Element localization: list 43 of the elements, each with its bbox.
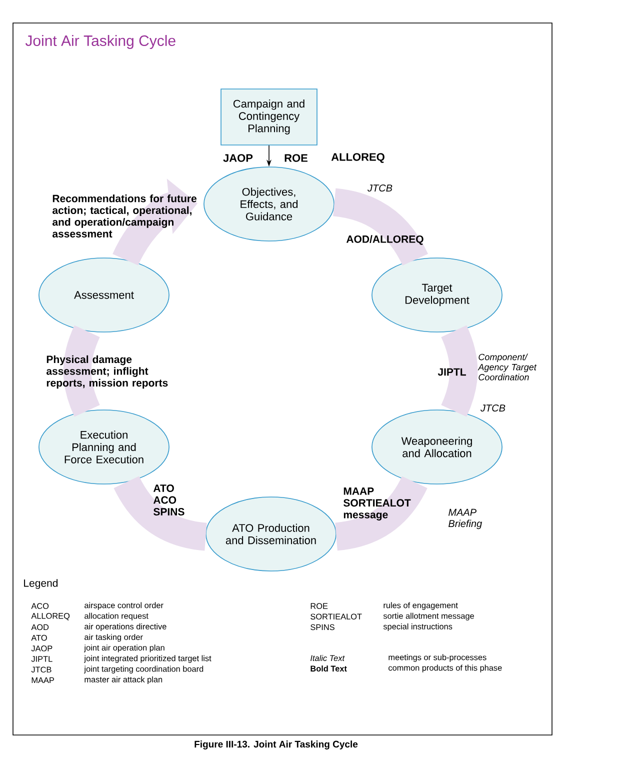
abbreviation-meaning: air operations directive	[84, 623, 166, 632]
abbreviation-meaning: joint integrated prioritized target list	[84, 655, 212, 663]
edge-label: Recommendations for future action; tactical, operational, and operation/campaign assessment	[52, 194, 196, 238]
edge-label: AOD/ALLOREQ	[346, 235, 424, 245]
meeting-label: JTCB	[367, 184, 392, 192]
abbreviation-meaning: sortie allotment message	[383, 612, 474, 620]
process-box: Campaign and Contingency Planning	[220, 88, 318, 146]
abbreviation: JTCB	[31, 666, 52, 672]
abbreviation: SORTIEALOT	[310, 614, 362, 620]
abbreviation: SPINS	[310, 624, 334, 630]
legend-description: meetings or sub-processes	[388, 654, 486, 662]
abbreviation-meaning: master air attack plan	[84, 676, 162, 684]
abbreviation: MAAP	[32, 677, 54, 684]
legend-description: common products of this phase	[388, 664, 502, 672]
flow-label: ALLOREQ	[331, 153, 384, 163]
abbreviation-meaning: rules of engagement	[384, 602, 458, 610]
abbreviation: JIPTL	[31, 656, 52, 662]
abbreviation-meaning: joint air operation plan	[84, 644, 164, 652]
abbreviation: ALLOREQ	[31, 612, 70, 620]
abbreviation-meaning: airspace control order	[84, 602, 164, 610]
meeting-label: JTCB	[480, 404, 506, 412]
flow-label: ROE	[284, 154, 308, 162]
abbreviation: ATO	[31, 634, 47, 641]
legend-key: Bold Text	[310, 666, 347, 672]
edge-label: JIPTL	[438, 368, 466, 376]
edge-label: MAAP SORTIEALOT message	[344, 488, 411, 520]
legend-heading: Legend	[24, 579, 58, 589]
legend-key: Italic Text	[310, 655, 345, 662]
abbreviation: JAOP	[31, 646, 52, 652]
abbreviation: AOD	[31, 624, 49, 630]
abbreviation: ACO	[31, 603, 49, 609]
abbreviation-meaning: joint targeting coordination board	[84, 666, 204, 674]
diagram-title: Joint Air Tasking Cycle	[25, 35, 176, 49]
abbreviation-meaning: allocation request	[84, 612, 148, 620]
abbreviation-meaning: air tasking order	[84, 634, 143, 642]
edge-label: Physical damage assessment; inflight reports, mission reports	[46, 355, 168, 389]
meeting-label: Component/ Agency Target Coordination	[478, 354, 537, 380]
figure-caption: Figure III-13. Joint Air Tasking Cycle	[194, 740, 358, 750]
edge-label: ATO ACO SPINS	[153, 484, 184, 516]
flow-label: JAOP	[223, 154, 253, 162]
abbreviation: ROE	[310, 603, 328, 609]
abbreviation-meaning: special instructions	[383, 623, 452, 632]
meeting-label: MAAP Briefing	[448, 508, 482, 530]
